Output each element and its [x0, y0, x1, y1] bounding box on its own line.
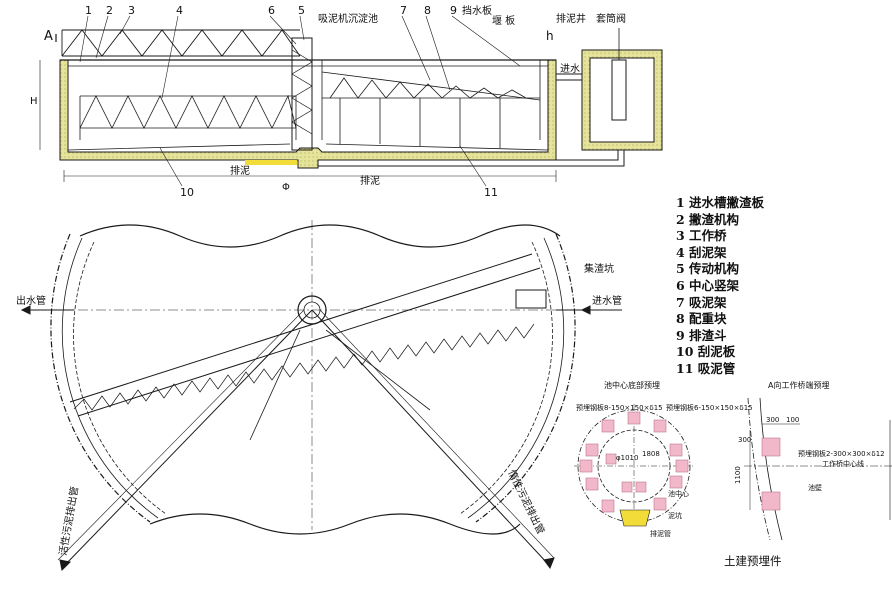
tank-concrete [59, 59, 557, 169]
label-baffle-board: 挡水板 [462, 4, 492, 17]
center-detail [574, 404, 694, 527]
bridge-detail-labels: A向工作桥端预埋 300 100 300 1100 预埋钢板2-300×300×… [734, 380, 885, 492]
embed-plate-top [761, 437, 781, 457]
embed-plate-bottom [761, 491, 781, 511]
plan-view [20, 220, 622, 572]
legend-item: 3 工作桥 [676, 228, 727, 244]
center-hub [297, 295, 327, 325]
callout-9: 9 [450, 4, 457, 17]
label-sedimentation-tank: 沉淀池 [348, 12, 378, 25]
callout-6: 6 [268, 4, 275, 17]
right-discharge-pipe [311, 309, 549, 565]
callout-1: 1 [85, 4, 92, 17]
bridge-detail-title: A向工作桥端预埋 [768, 380, 829, 390]
label-weir-board: 堰 板 [492, 14, 515, 27]
callout-leaders [79, 15, 521, 187]
suction-frame-right [321, 60, 541, 140]
dim-100: 100 [786, 416, 799, 424]
section-labels: A h H Φ 吸泥机 沉淀池 挡水板 堰 板 排泥井 套筒阀 进水 排泥 排泥 [30, 4, 626, 193]
label-plate-bridge: 预埋钢板2-300×300×δ12 [798, 449, 885, 458]
label-drain-mud-2: 排泥 [360, 174, 380, 187]
break-line-top [79, 224, 561, 248]
label-scum-pit: 集渣坑 [584, 262, 614, 275]
tank-wall-edge [747, 397, 771, 541]
label-water-inlet: 进水 [560, 63, 580, 75]
bridge-detail [744, 397, 892, 541]
callout-10: 10 [180, 186, 194, 199]
legend-item: 2 撇渣机构 [676, 211, 740, 227]
dim-1100: 1100 [734, 466, 742, 484]
bridge-truss-plan [69, 253, 541, 417]
callout-3: 3 [128, 4, 135, 17]
label-plate-left: 预埋钢板8-150×150×δ15 [576, 403, 663, 412]
tank-outer-arc-right [475, 233, 576, 523]
callout-11: 11 [484, 186, 498, 199]
section-view [39, 28, 663, 182]
legend-item: 7 吸泥架 [676, 294, 727, 310]
callout-numbers: 1 2 3 4 6 5 7 8 9 10 11 [85, 4, 498, 199]
scraper-frame-left [79, 94, 297, 140]
dim-H: H [30, 96, 38, 107]
scum-pit [515, 289, 547, 309]
legend: 1 进水槽撇渣板 2 撇渣机构 3 工作桥 4 刮泥架 5 传动机构 6 中心竖… [676, 195, 816, 378]
dim-1808: 1808 [642, 450, 660, 458]
legend-item: 1 进水槽撇渣板 [676, 195, 765, 210]
label-suction-machine: 吸泥机 [318, 12, 348, 25]
label-tank-wall: 池壁 [808, 483, 822, 492]
legend-item: 11 吸泥管 [676, 360, 736, 376]
label-mud-well: 排泥井 [556, 12, 586, 25]
dim-phi1010: φ1010 [616, 454, 638, 462]
section-mark-A: A [44, 29, 53, 44]
label-plate-right: 预埋钢板6-150×150×δ15 [666, 403, 753, 412]
mud-pit-yellow [245, 160, 297, 165]
legend-item: 9 排渣斗 [676, 327, 727, 343]
dim-phi: Φ [282, 182, 290, 193]
label-inlet-pipe: 进水管 [592, 294, 622, 307]
break-line-bottom [149, 513, 521, 535]
legend-item: 8 配重块 [676, 311, 727, 327]
label-outlet-pipe: 出水管 [16, 294, 46, 307]
legend-item: 5 传动机构 [676, 261, 740, 277]
legend-item: 4 刮泥架 [676, 244, 727, 260]
label-sleeve-valve: 套筒阀 [596, 12, 626, 25]
left-discharge-pipe [63, 309, 313, 567]
label-drain-mud-1: 排泥 [230, 164, 250, 177]
dim-300-top: 300 [766, 416, 779, 424]
label-mud-pit: 泥坑 [668, 511, 682, 520]
center-column [291, 37, 313, 151]
callout-4: 4 [176, 4, 183, 17]
tank-outer-arc-left [50, 233, 151, 523]
label-left-discharge: 活性污泥排出管 [56, 485, 81, 556]
callout-8: 8 [424, 4, 431, 17]
callout-2: 2 [106, 4, 113, 17]
callout-5: 5 [298, 4, 305, 17]
mud-pit-center [619, 509, 651, 527]
tank-floor-slope [67, 143, 549, 151]
dim-300-left: 300 [738, 436, 751, 444]
caption: 土建预埋件 [724, 554, 782, 568]
center-detail-labels: 池中心底部预埋 预埋钢板8-150×150×δ15 预埋钢板6-150×150×… [576, 380, 753, 538]
label-right-discharge: 惰性污泥排出管 [505, 468, 547, 537]
embed-plates-center [579, 411, 689, 513]
section-mark-h: h [546, 29, 554, 43]
legend-item: 6 中心竖架 [676, 277, 740, 293]
suction-pipes [339, 98, 501, 148]
callout-7: 7 [400, 4, 407, 17]
center-detail-title: 池中心底部预埋 [604, 380, 660, 390]
label-center: 池中心 [668, 489, 689, 498]
legend-item: 10 刮泥板 [676, 344, 736, 360]
work-bridge-truss [61, 29, 301, 57]
label-drain-pipe: 排泥管 [650, 529, 671, 538]
label-bridge-centerline: 工作桥中心线 [822, 459, 864, 468]
